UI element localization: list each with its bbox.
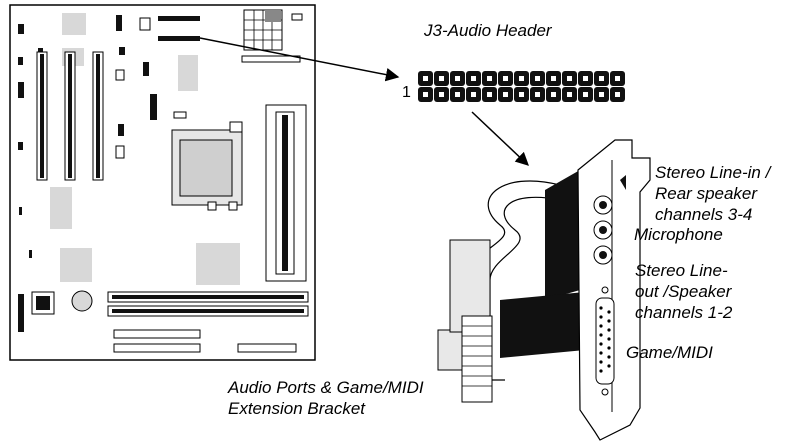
header-pin-hole	[599, 76, 604, 81]
header-pin-hole	[503, 92, 508, 97]
header-pin-hole	[503, 76, 508, 81]
label-line: Stereo Line-	[635, 261, 728, 280]
game-midi-label: Game/MIDI	[626, 342, 713, 363]
header-pin-hole	[567, 92, 572, 97]
header-pin-hole	[487, 92, 492, 97]
header-pin-hole	[519, 92, 524, 97]
bracket-label: Audio Ports & Game/MIDI Extension Bracke…	[228, 377, 424, 419]
microphone-label: Microphone	[634, 224, 723, 245]
header-pin-hole	[423, 76, 428, 81]
header-pin-hole	[439, 92, 444, 97]
header-pin-hole	[471, 76, 476, 81]
cpu-socket	[171, 121, 243, 211]
header-pin-hole	[615, 76, 620, 81]
bracket-arrow	[471, 111, 529, 166]
header-pin-hole	[567, 76, 572, 81]
j3-audio-header	[418, 71, 625, 102]
label-line: Game/MIDI	[626, 343, 713, 362]
header-pin-hole	[599, 92, 604, 97]
line-out-label: Stereo Line- out /Speaker channels 1-2	[635, 260, 732, 323]
label-line: out /Speaker	[635, 282, 732, 301]
header-pin-hole	[519, 76, 524, 81]
header-pin-hole	[583, 92, 588, 97]
header-pin-hole	[487, 76, 492, 81]
label-line: channels 1-2	[635, 303, 733, 322]
header-pin-hole	[583, 76, 588, 81]
label-line: Stereo Line-in /	[655, 163, 771, 182]
header-pin-hole	[551, 92, 556, 97]
label-line: Extension Bracket	[228, 399, 366, 418]
header-pin-hole	[439, 76, 444, 81]
board-audio-header	[158, 16, 200, 41]
label-line: Microphone	[634, 225, 723, 244]
header-pin-hole	[455, 92, 460, 97]
header-pin-hole	[615, 92, 620, 97]
vertical-slot	[265, 104, 307, 282]
pci-slots	[36, 51, 104, 181]
header-pin-hole	[535, 92, 540, 97]
label-line: channels 3-4	[655, 205, 753, 224]
extension-bracket	[437, 139, 651, 441]
j3-header-label: J3-Audio Header	[424, 21, 552, 40]
dimm-slots	[107, 291, 309, 317]
header-pin-hole	[455, 76, 460, 81]
header-pin-hole	[551, 76, 556, 81]
line-in-label: Stereo Line-in / Rear speaker channels 3…	[655, 162, 770, 225]
pin-one-label: 1	[402, 84, 411, 101]
motherboard	[9, 4, 316, 361]
label-line: Audio Ports & Game/MIDI	[228, 378, 424, 397]
header-pin-hole	[423, 92, 428, 97]
header-pin-hole	[535, 76, 540, 81]
label-line: Rear speaker	[655, 184, 758, 203]
header-arrow	[199, 37, 400, 82]
header-pin-hole	[471, 92, 476, 97]
